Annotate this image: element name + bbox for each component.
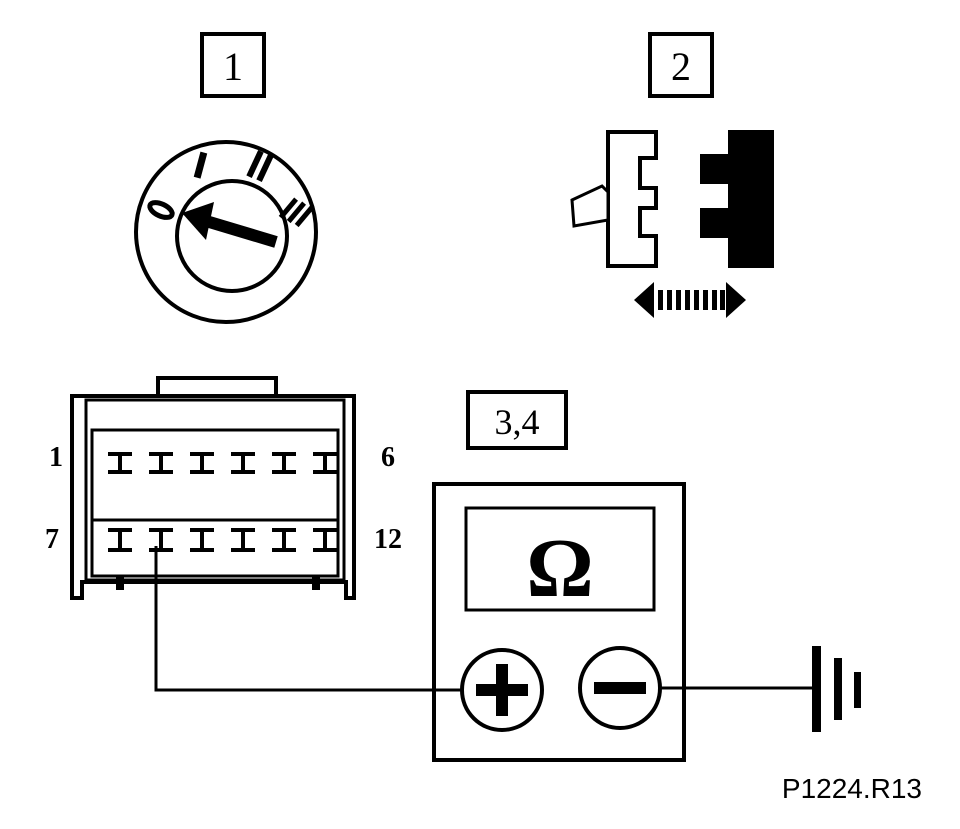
pin-7 <box>108 528 132 552</box>
position-0-marker <box>147 200 175 220</box>
plug-latch-icon <box>570 184 610 228</box>
ignition-switch <box>134 140 318 324</box>
pin-4 <box>231 452 255 474</box>
step-2-label: 2 <box>671 44 691 89</box>
pin-9 <box>190 528 214 552</box>
step-2-box: 2 <box>648 32 714 98</box>
socket-half <box>700 130 774 268</box>
pin-label-1: 1 <box>49 442 63 473</box>
probe-wire <box>154 546 462 692</box>
position-II-marker <box>246 150 274 182</box>
ohmmeter: Ω <box>432 482 686 762</box>
pin-1 <box>108 452 132 474</box>
negative-terminal <box>578 646 662 730</box>
step-1-label: 1 <box>223 44 243 89</box>
position-III-marker <box>278 197 315 228</box>
pin-6 <box>313 452 337 474</box>
pin-5 <box>272 452 296 474</box>
pin-8 <box>149 528 173 552</box>
pin-10 <box>231 528 255 552</box>
pin-row-bottom <box>108 528 337 552</box>
minus-icon <box>594 682 646 694</box>
pin-connector: 1 6 7 12 <box>45 376 402 600</box>
pin-12 <box>313 528 337 552</box>
ground-icon <box>812 646 861 732</box>
step-1-box: 1 <box>200 32 266 98</box>
figure-reference: P1224.R13 <box>782 773 922 804</box>
pin-row-top <box>108 452 337 474</box>
pin-label-6: 6 <box>381 442 395 473</box>
plug-half <box>606 130 658 268</box>
meter-display <box>464 506 656 612</box>
key-arrow-icon <box>182 202 278 248</box>
pin-3 <box>190 452 214 474</box>
pin-2 <box>149 452 173 474</box>
step-3-4-box: 3,4 <box>466 390 568 450</box>
position-I-marker <box>193 151 208 179</box>
double-arrow-icon <box>634 282 746 318</box>
connector-disconnect <box>570 130 774 318</box>
pin-label-7: 7 <box>45 524 59 555</box>
positive-terminal <box>460 648 544 732</box>
step-3-4-label: 3,4 <box>495 402 540 442</box>
pin-11 <box>272 528 296 552</box>
ohm-symbol: Ω <box>526 522 593 615</box>
pin-label-12: 12 <box>374 524 402 555</box>
